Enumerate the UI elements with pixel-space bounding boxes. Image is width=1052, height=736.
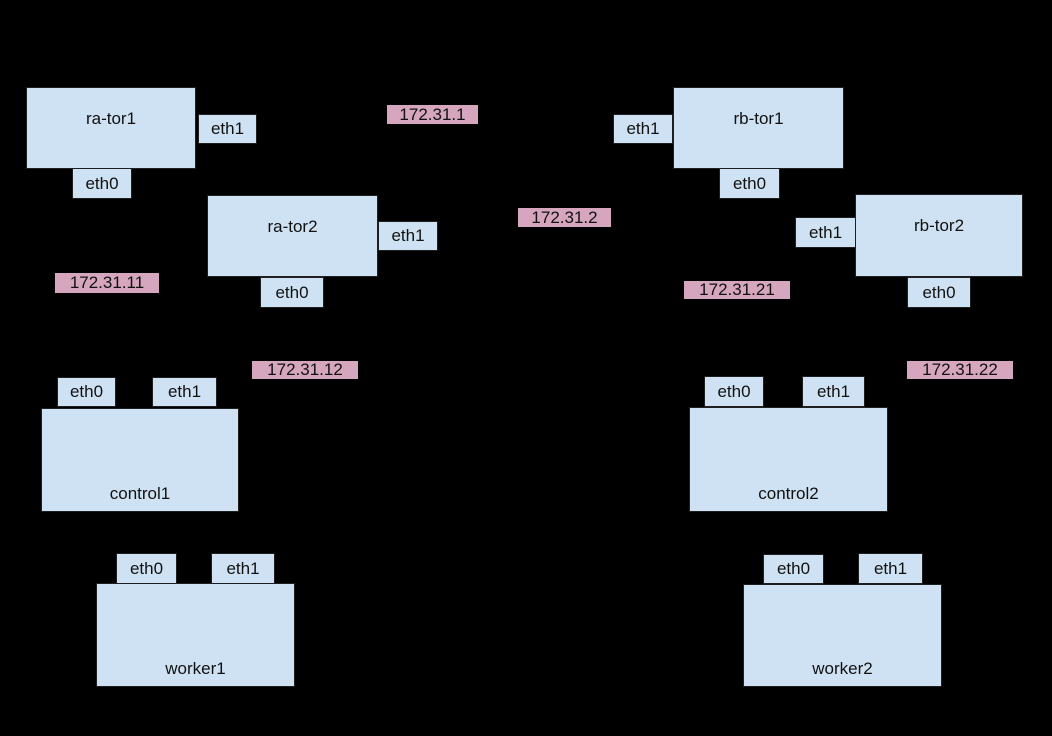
node-ra-tor2-label: ra-tor2 [267, 217, 318, 236]
port-worker1-eth1: eth1 [211, 553, 275, 584]
port-ra-tor1-eth0: eth0 [72, 168, 132, 199]
node-ra-tor1-label: ra-tor1 [85, 109, 137, 128]
node-worker1: worker1 [96, 583, 295, 687]
port-rb-tor2-eth0: eth0 [907, 277, 971, 308]
node-rb-tor2: rb-tor2 [855, 194, 1023, 277]
port-worker1-eth0: eth0 [116, 553, 177, 584]
port-ra-tor2-eth0: eth0 [260, 277, 324, 308]
ip-label-172-31-1: 172.31.1 [387, 105, 478, 124]
node-rb-tor1: rb-tor1 [673, 87, 844, 169]
node-ra-tor2: ra-tor2 [207, 195, 378, 277]
node-worker2-label: worker2 [812, 659, 873, 678]
port-control1-eth0: eth0 [57, 377, 116, 407]
node-control1: control1 [41, 408, 239, 512]
ip-label-172-31-2: 172.31.2 [518, 208, 611, 227]
ip-label-172-31-11: 172.31.11 [55, 273, 159, 293]
port-worker2-eth1: eth1 [858, 553, 923, 584]
port-ra-tor1-eth1: eth1 [198, 114, 257, 144]
port-ra-tor2-eth1: eth1 [378, 221, 438, 251]
port-control1-eth1: eth1 [152, 377, 217, 407]
node-rb-tor1-label: rb-tor1 [733, 109, 784, 128]
ip-label-172-31-21: 172.31.21 [684, 281, 790, 299]
port-rb-tor1-eth0: eth0 [719, 168, 780, 199]
node-rb-tor2-label: rb-tor2 [913, 216, 965, 235]
ip-label-172-31-12: 172.31.12 [252, 361, 358, 379]
port-control2-eth1: eth1 [802, 376, 865, 407]
node-control2: control2 [689, 407, 888, 512]
port-rb-tor2-eth1: eth1 [795, 217, 856, 248]
node-ra-tor1: ra-tor1 [26, 87, 196, 169]
node-worker2: worker2 [743, 584, 942, 687]
port-rb-tor1-eth1: eth1 [613, 114, 673, 144]
port-control2-eth0: eth0 [704, 376, 764, 407]
ip-label-172-31-22: 172.31.22 [907, 361, 1013, 379]
node-worker1-label: worker1 [165, 659, 226, 678]
node-control1-label: control1 [109, 484, 171, 503]
port-worker2-eth0: eth0 [763, 554, 824, 584]
node-control2-label: control2 [758, 484, 819, 503]
